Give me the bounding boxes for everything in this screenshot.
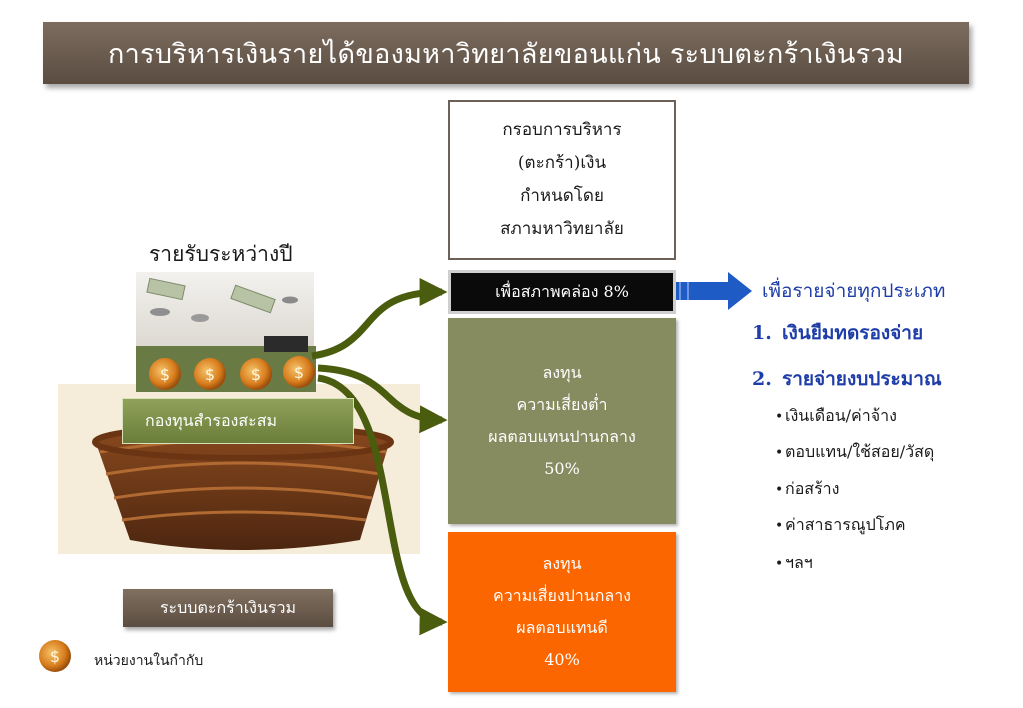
bullet-icon: •: [775, 518, 784, 534]
mid-risk-line: 40%: [544, 650, 580, 669]
coin-stack: [264, 336, 308, 352]
mid-risk-box: ลงทุน ความเสี่ยงปานกลาง ผลตอบแทนดี 40%: [448, 532, 676, 692]
liquidity-box: เพื่อสภาพคล่อง 8%: [448, 270, 676, 314]
item-number: 2.: [752, 368, 772, 390]
expense-bullet: •ฯลฯ: [775, 551, 813, 576]
expense-numbered-item: 1. เงินยืมทดรองจ่าย: [752, 318, 923, 348]
low-risk-box: ลงทุน ความเสี่ยงต่ำ ผลตอบแทนปานกลาง 50%: [448, 318, 676, 524]
expense-bullet: •ก่อสร้าง: [775, 477, 839, 502]
svg-text:$: $: [205, 365, 215, 384]
arrow-to-low-risk: [317, 364, 448, 434]
liquidity-label: เพื่อสภาพคล่อง 8%: [495, 281, 629, 301]
expense-bullet: •ค่าสาธารณูปโภค: [775, 513, 906, 538]
bullet-label: ตอบแทน/ใช้สอย/วัสดุ: [785, 442, 935, 461]
low-risk-line: ลงทุน: [542, 363, 582, 382]
bullet-icon: •: [775, 556, 784, 572]
bullet-label: ก่อสร้าง: [785, 479, 840, 498]
mid-risk-line: ลงทุน: [542, 554, 582, 573]
money-bag-icon: $ $ $ $: [149, 356, 315, 390]
low-risk-line: 50%: [544, 459, 580, 478]
expenses-title: เพื่อรายจ่ายทุกประเภท: [762, 280, 946, 302]
arrow-to-mid-risk: [317, 374, 448, 636]
item-label: รายจ่ายงบประมาณ: [782, 368, 942, 390]
bullet-label: ฯลฯ: [785, 553, 813, 572]
low-risk-line: ผลตอบแทนปานกลาง: [488, 427, 636, 446]
reserve-fund-box: กองทุนสำรองสะสม: [122, 398, 354, 444]
low-risk-line: ความเสี่ยงต่ำ: [516, 395, 608, 414]
svg-text:$: $: [160, 365, 170, 384]
expense-bullet: •เงินเดือน/ค่าจ้าง: [775, 404, 897, 429]
system-label-box: ระบบตะกร้าเงินรวม: [123, 589, 333, 627]
income-label: รายรับระหว่างปี: [149, 242, 293, 266]
bullet-icon: •: [775, 409, 784, 425]
item-label: เงินยืมทดรองจ่าย: [782, 322, 924, 344]
expense-numbered-item: 2. รายจ่ายงบประมาณ: [752, 364, 942, 394]
frame-line: สภามหาวิทยาลัย: [500, 219, 624, 239]
arrow-to-expenses: [672, 272, 752, 310]
svg-text:$: $: [251, 365, 261, 384]
frame-line: กำหนดโดย: [520, 186, 604, 206]
reserve-fund-label: กองทุนสำรองสะสม: [145, 410, 278, 430]
item-number: 1.: [752, 322, 772, 344]
title-banner: การบริหารเงินรายได้ของมหาวิทยาลัยขอนแก่น…: [43, 22, 969, 84]
management-frame-box: กรอบการบริหาร (ตะกร้า)เงิน กำหนดโดย สภาม…: [448, 100, 676, 260]
frame-line: (ตะกร้า)เงิน: [517, 153, 607, 173]
banknote-icon: [146, 277, 298, 322]
arrow-to-liquidity: [311, 278, 448, 360]
expense-bullet: •ตอบแทน/ใช้สอย/วัสดุ: [775, 440, 934, 465]
frame-line: กรอบการบริหาร: [502, 120, 622, 140]
legend-label: หน่วยงานในกำกับ: [94, 653, 204, 669]
svg-text:$: $: [294, 363, 304, 382]
bullet-label: ค่าสาธารณูปโภค: [785, 515, 906, 534]
svg-text:$: $: [50, 647, 60, 666]
page-title: การบริหารเงินรายได้ของมหาวิทยาลัยขอนแก่น…: [107, 38, 905, 70]
mid-risk-line: ผลตอบแทนดี: [516, 618, 608, 637]
system-label: ระบบตะกร้าเงินรวม: [159, 597, 297, 617]
bullet-icon: •: [775, 445, 784, 461]
legend-money-bag-icon: $: [39, 640, 71, 672]
mid-risk-line: ความเสี่ยงปานกลาง: [492, 586, 631, 605]
bullet-icon: •: [775, 482, 784, 498]
bullet-label: เงินเดือน/ค่าจ้าง: [785, 406, 897, 425]
